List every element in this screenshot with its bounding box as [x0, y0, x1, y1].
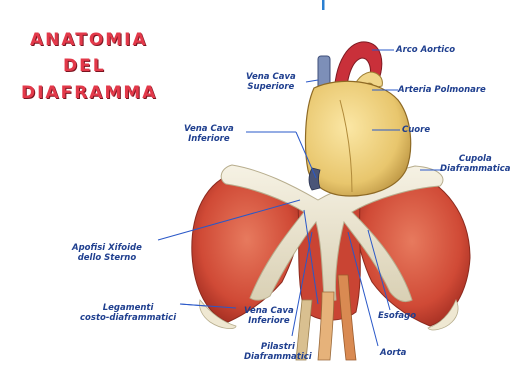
label-esofago: Esofago [378, 311, 416, 321]
label-apofisi-line2: dello Sterno [72, 253, 142, 263]
heart [306, 81, 411, 196]
title-line-2: DEL [63, 56, 106, 76]
label-vena-cava-superiore-line2: Superiore [246, 82, 296, 92]
label-arteria-polmonare: Arteria Polmonare [398, 85, 486, 95]
label-vena-cava-inferiore-bottom: Vena Cava Inferiore [244, 306, 294, 326]
label-vena-cava-inferiore-top-line1: Vena Cava [184, 124, 234, 134]
label-apofisi-line1: Apofisi Xifoide [72, 243, 142, 253]
label-vena-cava-inferiore-top-line2: Inferiore [184, 134, 234, 144]
label-arco-aortico: Arco Aortico [396, 45, 455, 55]
label-cupola-line2: Diaframmatica [440, 164, 510, 174]
label-legamenti: Legamenti costo-diaframmatici [80, 303, 176, 323]
label-legamenti-line1: Legamenti [80, 303, 176, 313]
label-pilastri-line1: Pilastri [244, 342, 312, 352]
label-legamenti-line2: costo-diaframmatici [80, 313, 176, 323]
label-apofisi-xifoide: Apofisi Xifoide dello Sterno [72, 243, 142, 263]
label-vena-cava-inferiore-top: Vena Cava Inferiore [184, 124, 234, 144]
label-vena-cava-inferiore-bottom-line1: Vena Cava [244, 306, 294, 316]
title-line-1: ANATOMIA [30, 30, 148, 50]
label-aorta: Aorta [380, 348, 406, 358]
label-cupola-diaframmatica: Cupola Diaframmatica [440, 154, 510, 174]
label-cuore: Cuore [402, 125, 430, 135]
top-marker [322, 0, 325, 10]
label-vena-cava-superiore: Vena Cava Superiore [246, 72, 296, 92]
label-pilastri: Pilastri Diaframmatici [244, 342, 312, 362]
label-pilastri-line2: Diaframmatici [244, 352, 312, 362]
label-vena-cava-superiore-line1: Vena Cava [246, 72, 296, 82]
label-cupola-line1: Cupola [440, 154, 510, 164]
label-vena-cava-inferiore-bottom-line2: Inferiore [244, 316, 294, 326]
title-line-3: DIAFRAMMA [21, 83, 157, 103]
inferior-vena-cava-upper [309, 168, 320, 190]
